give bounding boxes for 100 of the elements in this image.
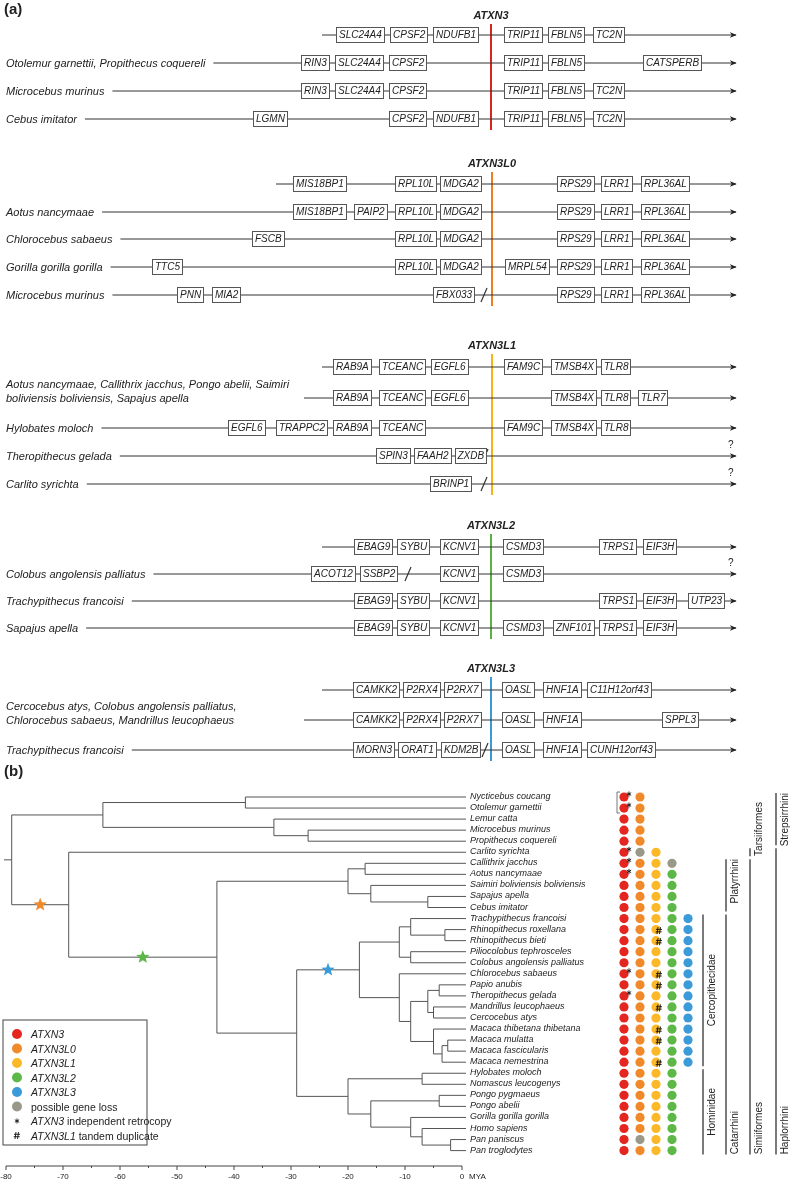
gene-box: CSMD3 [503, 620, 544, 636]
question-mark: ? [728, 467, 734, 479]
gene-heading: ATXN3L1 [467, 338, 517, 352]
gene-box: HNF1A [543, 682, 582, 698]
gene-box: RPS29 [557, 231, 595, 247]
gene-box: RAB9A [333, 359, 372, 375]
gene-box: RPL36AL [641, 204, 690, 220]
gene-box: EBAG9 [354, 620, 394, 636]
gene-box: RPS29 [557, 176, 595, 192]
gene-box: TRPS1 [599, 539, 638, 555]
question-mark: ? [728, 439, 734, 451]
panel-letter: (b) [4, 762, 24, 779]
species-name: Sapajus apella [6, 621, 79, 635]
gene-box: TC2N [593, 83, 626, 99]
gene-box: EIF3H [643, 539, 678, 555]
tick-label: -30 [285, 1172, 297, 1182]
gene-box: CSMD3 [503, 566, 544, 582]
species-name: Theropithecus gelada [470, 989, 557, 1001]
species-name: Otolemur garnettii, Propithecus coquereli [6, 56, 206, 70]
clade-name: Simiiformes [753, 1102, 764, 1155]
gene-box: LRR1 [601, 287, 633, 303]
species-name: Cercocebus atys [470, 1012, 538, 1023]
gene-box: KCNV1 [440, 620, 480, 636]
species-name: Aotus nancymaae [6, 205, 95, 219]
legend-text: ATXN3 independent retrocopy [31, 1114, 172, 1128]
gene-box: TRIP11 [504, 55, 544, 71]
tick-label: 0 [459, 1172, 465, 1182]
species-name: Carlito syrichta [6, 477, 79, 491]
species-name: Chlorocebus sabaeus [470, 967, 558, 979]
gene-box: P2RX7 [443, 712, 482, 728]
gene-box: RPL10L [395, 204, 438, 220]
gene-box: OASL [502, 742, 535, 758]
panel-letter: (a) [4, 0, 23, 17]
gene-box: RPS29 [557, 259, 595, 275]
species-name: Macaca nemestrina [470, 1056, 549, 1068]
gene-box: SPIN3 [376, 448, 411, 464]
gene-box: MDGA2 [440, 259, 482, 275]
clade-name: Haplorrhini [779, 1106, 790, 1155]
gene-box: LRR1 [601, 204, 633, 220]
gene-heading: ATXN3L2 [466, 518, 516, 532]
species-name: Aotus nancymaae [470, 868, 543, 880]
gene-box: RPL36AL [641, 231, 690, 247]
gene-box: TLR8 [601, 420, 632, 436]
gene-box: CUNH12orf43 [587, 742, 656, 758]
gene-box: RAB9A [333, 420, 372, 436]
gene-box: TTC5 [152, 259, 183, 275]
gene-box: NDUFB1 [433, 27, 479, 43]
gene-box: PNN [177, 287, 205, 303]
gene-box: MIA2 [212, 287, 242, 303]
legend-text: possible gene loss [31, 1099, 118, 1114]
clade-name: Platyrrhini [729, 859, 740, 904]
gene-box: SYBU [397, 620, 431, 636]
tick-label: -40 [228, 1172, 240, 1182]
gene-box: FAAH2 [414, 448, 452, 464]
gene-box: P2RX4 [403, 682, 441, 698]
species-name: Homo sapiens [470, 1122, 528, 1134]
species-name: Papio anubis [470, 978, 523, 990]
tick-label: -50 [171, 1172, 183, 1182]
gene-box: MIS18BP1 [293, 176, 347, 192]
species-name: Trachypithecus francoisi [6, 594, 124, 608]
gene-box: P2RX7 [443, 682, 482, 698]
legend-text: ATXN3L1 [31, 1056, 76, 1070]
species-name: Cebus imitator [6, 112, 77, 126]
gene-box: TLR8 [601, 359, 632, 375]
species-name: Callithrix jacchus [470, 857, 538, 869]
species-name: Macaca fascicularis [470, 1045, 549, 1057]
species-name: Pan paniscus [470, 1133, 525, 1145]
gene-box: TC2N [593, 27, 626, 43]
gene-box: EIF3H [643, 593, 678, 609]
gene-box: MDGA2 [440, 204, 482, 220]
gene-box: TC2N [593, 111, 626, 127]
gene-box: ORAT1 [398, 742, 437, 758]
species-name: Sapajus apella [470, 890, 530, 902]
gene-box: CPSF2 [389, 55, 428, 71]
gene-box: RPL10L [395, 176, 438, 192]
gene-box: CPSF2 [390, 27, 429, 43]
question-mark: ? [728, 557, 734, 569]
gene-box: P2RX4 [403, 712, 441, 728]
legend-text: ATXN3L2 [31, 1070, 76, 1085]
gene-box: MIS18BP1 [293, 204, 347, 220]
tick-label: -60 [114, 1172, 126, 1182]
gene-box: TRIP11 [504, 83, 544, 99]
gene-box: MDGA2 [440, 176, 482, 192]
gene-box: UTP23 [688, 593, 726, 609]
gene-box: MDGA2 [440, 231, 482, 247]
gene-box: CAMKK2 [353, 682, 401, 698]
species-name: Hylobates moloch [6, 421, 94, 435]
species-name: Microcebus murinus [6, 84, 105, 98]
clade-name: Tarsiiformes [753, 802, 764, 857]
gene-box: RPL36AL [641, 176, 690, 192]
species-name: Microcebus murinus [6, 288, 105, 302]
gene-box: FBLN5 [548, 83, 586, 99]
tick-label: -20 [342, 1172, 354, 1182]
gene-box: SSBP2 [360, 566, 399, 582]
gene-box: TMSB4X [551, 390, 597, 406]
gene-box: RPS29 [557, 287, 595, 303]
gene-box: RPL36AL [641, 287, 690, 303]
gene-box: FBX033 [433, 287, 476, 303]
gene-box: SYBU [397, 539, 431, 555]
gene-box: SLC24A4 [335, 55, 384, 71]
